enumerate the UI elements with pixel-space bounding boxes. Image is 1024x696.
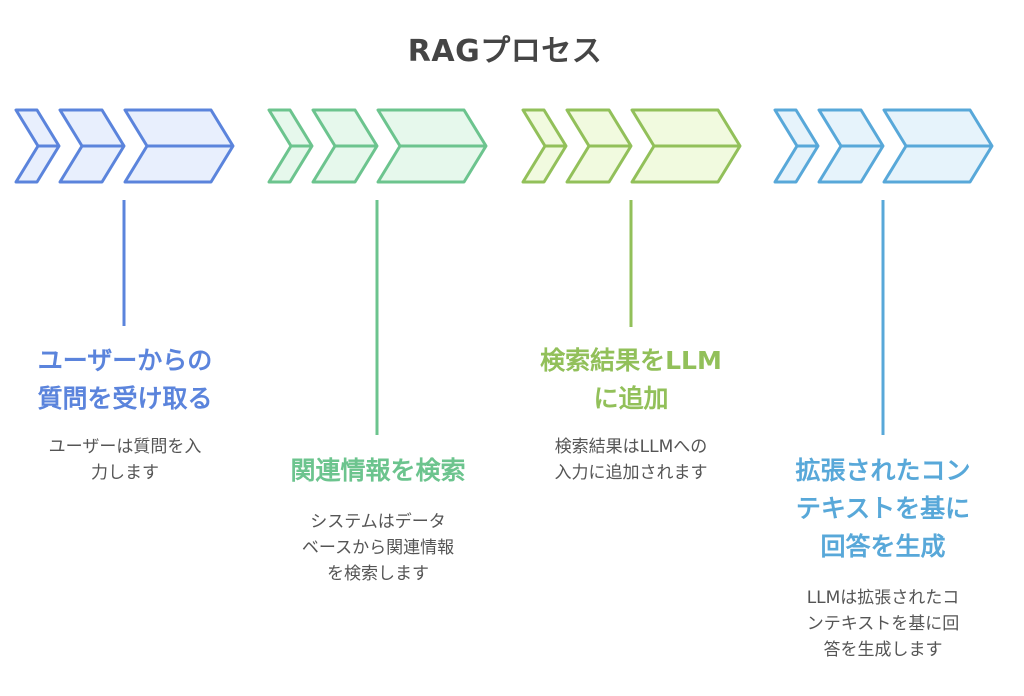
step-1-description-line: ユーザーは質問を入 (48, 437, 202, 457)
step-2-heading-line: 関連情報を検索 (290, 456, 466, 485)
step-2-heading: 関連情報を検索 (258, 452, 498, 490)
step-1-heading: ユーザーからの 質問を受け取る (5, 342, 245, 418)
step-3-chevrons (521, 108, 742, 327)
diagram-title: RAGプロセス (407, 34, 603, 69)
step-3-heading: 検索結果をLLM に追加 (511, 342, 751, 418)
step-1-heading-line: 質問を受け取る (37, 384, 213, 413)
step-1-description-line: 力します (91, 463, 159, 483)
step-4-description-line: LLMは拡張されたコ (806, 588, 960, 608)
step-4-description-line: ンテキストを基に回 (806, 614, 960, 634)
step-1-heading-line: ユーザーからの (37, 346, 213, 375)
step-2-chevrons (267, 108, 488, 435)
step-3-heading-line: 検索結果をLLM (540, 346, 722, 375)
step-4-heading-line: 回答を生成 (820, 532, 946, 561)
step-3-description: 検索結果はLLMへの 入力に追加されます (526, 434, 736, 486)
step-3-description-line: 検索結果はLLMへの (554, 437, 708, 457)
step-4-heading-line: テキストを基に (795, 494, 971, 523)
step-3-heading-line: に追加 (593, 384, 669, 413)
step-4-heading: 拡張されたコン テキストを基に 回答を生成 (763, 452, 1003, 566)
step-2-description-line: ベースから関連情報 (301, 538, 455, 558)
step-2-description: システムはデータ ベースから関連情報 を検索します (273, 509, 483, 587)
step-4-heading-line: 拡張されたコン (795, 456, 971, 485)
step-2-description-line: システムはデータ (310, 512, 446, 532)
step-1-description: ユーザーは質問を入 力します (20, 434, 230, 486)
step-4-description-line: 答を生成します (823, 640, 943, 660)
step-4-description: LLMは拡張されたコ ンテキストを基に回 答を生成します (778, 585, 988, 663)
step-3-description-line: 入力に追加されます (554, 463, 708, 483)
step-4-chevrons (773, 108, 994, 435)
step-1-chevrons (14, 108, 235, 326)
step-2-description-line: を検索します (327, 564, 429, 584)
